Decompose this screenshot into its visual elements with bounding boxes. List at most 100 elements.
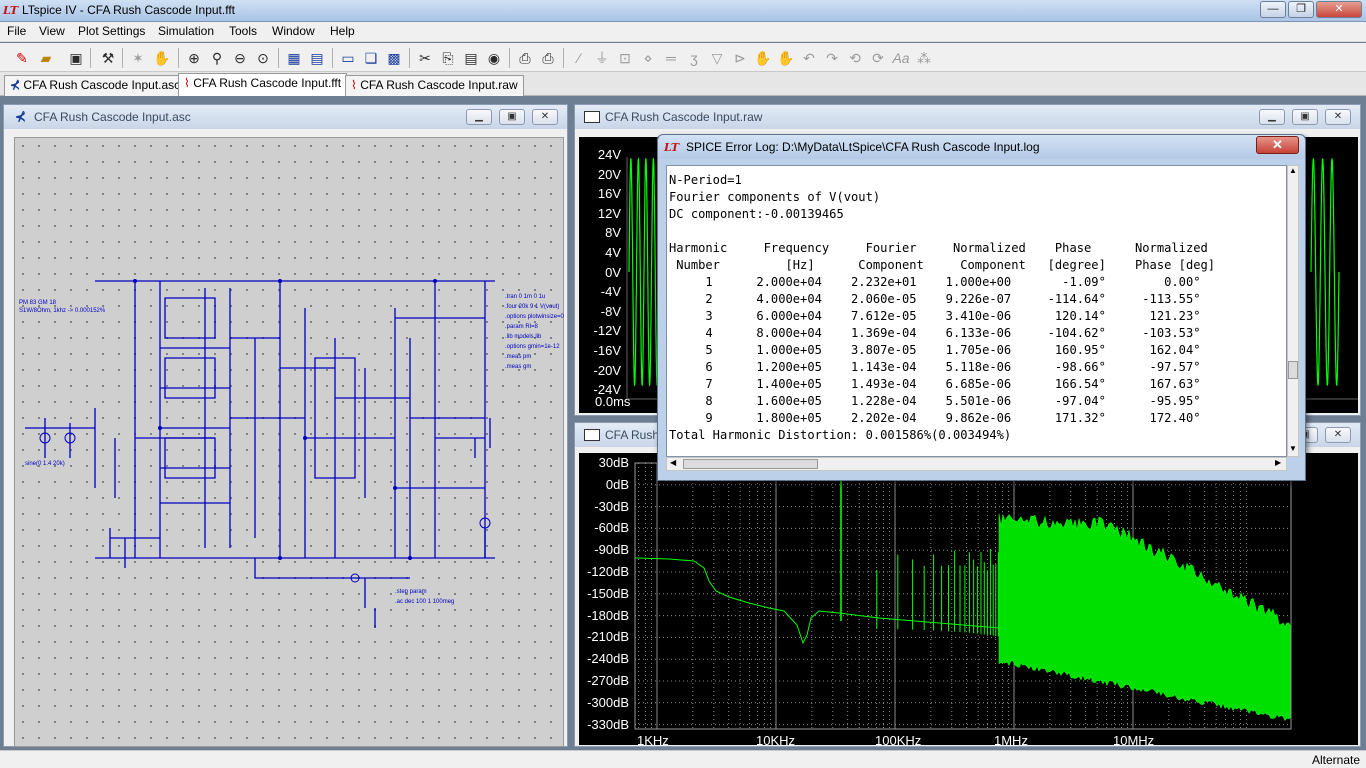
minimize-button[interactable]: — xyxy=(1260,1,1286,18)
restore-button[interactable]: ❐ xyxy=(1288,1,1314,18)
copy-icon[interactable]: ⎘ xyxy=(438,48,458,68)
menu-tools[interactable]: Tools xyxy=(229,24,257,38)
tab-raw[interactable]: ⌇ CFA Rush Cascode Input.raw xyxy=(345,75,524,96)
schematic-icon: ⊀ xyxy=(10,78,20,92)
redo-icon[interactable]: ↷ xyxy=(822,48,842,68)
autorange-icon[interactable]: ▦ xyxy=(284,48,304,68)
tab-asc[interactable]: ⊀ CFA Rush Cascode Input.asc xyxy=(4,75,186,96)
find-icon[interactable]: ◉ xyxy=(484,48,504,68)
tile-vertical-icon[interactable]: ▭ xyxy=(338,48,358,68)
schematic-note-thd: S1W/8Ohm, 1khz -> 0.000152% xyxy=(19,308,105,314)
menu-window[interactable]: Window xyxy=(272,24,315,38)
zoom-out-icon[interactable]: ⊖ xyxy=(230,48,250,68)
cascade-icon[interactable]: ❏ xyxy=(361,48,381,68)
hscroll-thumb[interactable] xyxy=(683,459,818,469)
print-preview-icon[interactable]: ⎙ xyxy=(515,48,535,68)
new-schematic-icon[interactable]: ✎ xyxy=(12,48,32,68)
error-log-line: Harmonic Frequency Fourier Normalized Ph… xyxy=(669,240,1286,257)
menu-view[interactable]: View xyxy=(39,24,65,38)
resistor-icon[interactable]: ⋄ xyxy=(638,48,658,68)
svg-text:.options plotwinsize=0: .options plotwinsize=0 xyxy=(505,314,565,320)
tile-horizontal-icon[interactable]: ▤ xyxy=(307,48,327,68)
scroll-thumb[interactable] xyxy=(1288,361,1298,379)
svg-text:.step param: .step param xyxy=(395,589,427,595)
svg-text:.tran 0 1m 0 1u: .tran 0 1m 0 1u xyxy=(505,294,545,300)
fft-x-tick-label: 10KHz xyxy=(756,733,795,745)
cut-icon[interactable]: ✂ xyxy=(415,48,435,68)
save-icon[interactable]: ▣ xyxy=(66,48,86,68)
drag-icon[interactable]: ✋ xyxy=(776,48,796,68)
schematic-restore-button[interactable]: ▣ xyxy=(499,109,525,125)
zoom-box-icon[interactable]: ⚲ xyxy=(207,48,227,68)
error-log-line xyxy=(669,223,1286,240)
error-log-line: 3 6.000e+04 7.612e-05 3.410e-06 120.14° … xyxy=(669,308,1286,325)
menu-simulation[interactable]: Simulation xyxy=(158,24,214,38)
zoom-full-icon[interactable]: ⊙ xyxy=(253,48,273,68)
document-tabs: ⊀ CFA Rush Cascode Input.asc ⌇ CFA Rush … xyxy=(0,72,1366,96)
window-title: LTspice IV - CFA Rush Cascode Input.fft xyxy=(22,3,235,17)
error-log-vertical-scrollbar[interactable]: ▲ ▼ xyxy=(1287,165,1299,457)
capacitor-icon[interactable]: ═ xyxy=(661,48,681,68)
fft-x-tick-label: 1KHz xyxy=(637,733,669,745)
wire-icon[interactable]: ∕ xyxy=(569,48,589,68)
raw-close-button[interactable]: ✕ xyxy=(1325,109,1351,125)
paste-icon[interactable]: ▤ xyxy=(461,48,481,68)
scroll-left-icon[interactable]: ◀ xyxy=(670,458,676,467)
error-log-line: 5 1.000e+05 3.807e-05 1.705e-06 160.95° … xyxy=(669,342,1286,359)
error-log-line: Total Harmonic Distortion: 0.001586%(0.0… xyxy=(669,427,1286,444)
error-log-line: 4 8.000e+04 1.369e-04 6.133e-06 -104.62°… xyxy=(669,325,1286,342)
mirror-icon[interactable]: ⟳ xyxy=(868,48,888,68)
control-panel-icon[interactable]: ⚒ xyxy=(98,48,118,68)
move-icon[interactable]: ✋ xyxy=(753,48,773,68)
error-log-line: 6 1.200e+05 1.143e-04 5.118e-06 -98.66° … xyxy=(669,359,1286,376)
error-log-line: Number [Hz] Component Component [degree]… xyxy=(669,257,1286,274)
schematic-minimize-button[interactable]: ▁ xyxy=(466,109,492,125)
print-icon[interactable]: ⎙ xyxy=(538,48,558,68)
plot-icon: ⌇ xyxy=(351,78,357,92)
halt-icon[interactable]: ✋ xyxy=(152,48,172,68)
tab-fft[interactable]: ⌇ CFA Rush Cascode Input.fft xyxy=(178,73,347,96)
app-logo-icon: LT xyxy=(3,4,18,17)
scroll-up-icon[interactable]: ▲ xyxy=(1289,166,1297,175)
error-log-horizontal-scrollbar[interactable]: ◀ ▶ xyxy=(666,457,1287,471)
spice-directive-icon[interactable]: ⁂ xyxy=(914,48,934,68)
ground-icon[interactable]: ⏚ xyxy=(592,48,612,68)
menu-help[interactable]: Help xyxy=(330,24,355,38)
close-all-icon[interactable]: ▩ xyxy=(384,48,404,68)
scroll-down-icon[interactable]: ▼ xyxy=(1289,444,1297,453)
status-bar: Alternate xyxy=(0,750,1366,768)
menu-file[interactable]: File xyxy=(7,24,26,38)
status-text: Alternate xyxy=(1312,753,1360,767)
schematic-window-titlebar: ⊀ CFA Rush Cascode Input.asc ▁ ▣ ✕ xyxy=(4,105,567,129)
text-icon[interactable]: Aa xyxy=(891,48,911,68)
schematic-canvas[interactable]: .tran 0 1m 0 1u.four 20k 9 1 V(vout) .op… xyxy=(14,137,564,747)
svg-text:.ac dec 100 1 100meg: .ac dec 100 1 100meg xyxy=(395,599,454,605)
rotate-icon[interactable]: ⟲ xyxy=(845,48,865,68)
schematic-note-pm: PM 83 GM 18 xyxy=(19,300,56,306)
close-button[interactable]: ✕ xyxy=(1316,1,1362,18)
tab-fft-label: CFA Rush Cascode Input.fft xyxy=(193,76,341,90)
label-icon[interactable]: ⊡ xyxy=(615,48,635,68)
undo-icon[interactable]: ↶ xyxy=(799,48,819,68)
svg-text:sine(0 1.4 20k): sine(0 1.4 20k) xyxy=(25,461,65,467)
zoom-in-icon[interactable]: ⊕ xyxy=(184,48,204,68)
run-icon[interactable]: ✶ xyxy=(128,48,148,68)
app-logo-icon: LT xyxy=(664,141,679,154)
toolbar: ✎ ▰ ▣ ⚒ ✶ ✋ ⊕ ⚲ ⊖ ⊙ ▦ ▤ ▭ ❏ ▩ ✂ ⎘ ▤ ◉ ⎙ … xyxy=(0,43,1366,72)
error-log-text[interactable]: N-Period=1Fourier components of V(vout)D… xyxy=(666,165,1287,457)
raw-minimize-button[interactable]: ▁ xyxy=(1259,109,1285,125)
fft-plot-area[interactable]: 30dB0dB-30dB-60dB-90dB-120dB-150dB-180dB… xyxy=(579,453,1358,745)
raw-restore-button[interactable]: ▣ xyxy=(1292,109,1318,125)
menu-plot-settings[interactable]: Plot Settings xyxy=(78,24,145,38)
scroll-right-icon[interactable]: ▶ xyxy=(1275,458,1281,467)
error-log-close-button[interactable]: ✕ xyxy=(1256,136,1299,154)
open-icon[interactable]: ▰ xyxy=(36,48,56,68)
schematic-window: ⊀ CFA Rush Cascode Input.asc ▁ ▣ ✕ xyxy=(3,104,568,747)
error-log-line: 9 1.800e+05 2.202e-04 9.862e-06 171.32° … xyxy=(669,410,1286,427)
inductor-icon[interactable]: ʒ xyxy=(684,48,704,68)
error-log-line: DC component:-0.00139465 xyxy=(669,206,1286,223)
schematic-close-button[interactable]: ✕ xyxy=(532,109,558,125)
fft-close-button[interactable]: ✕ xyxy=(1325,427,1351,443)
diode-icon[interactable]: ▽ xyxy=(707,48,727,68)
component-icon[interactable]: ⊳ xyxy=(730,48,750,68)
